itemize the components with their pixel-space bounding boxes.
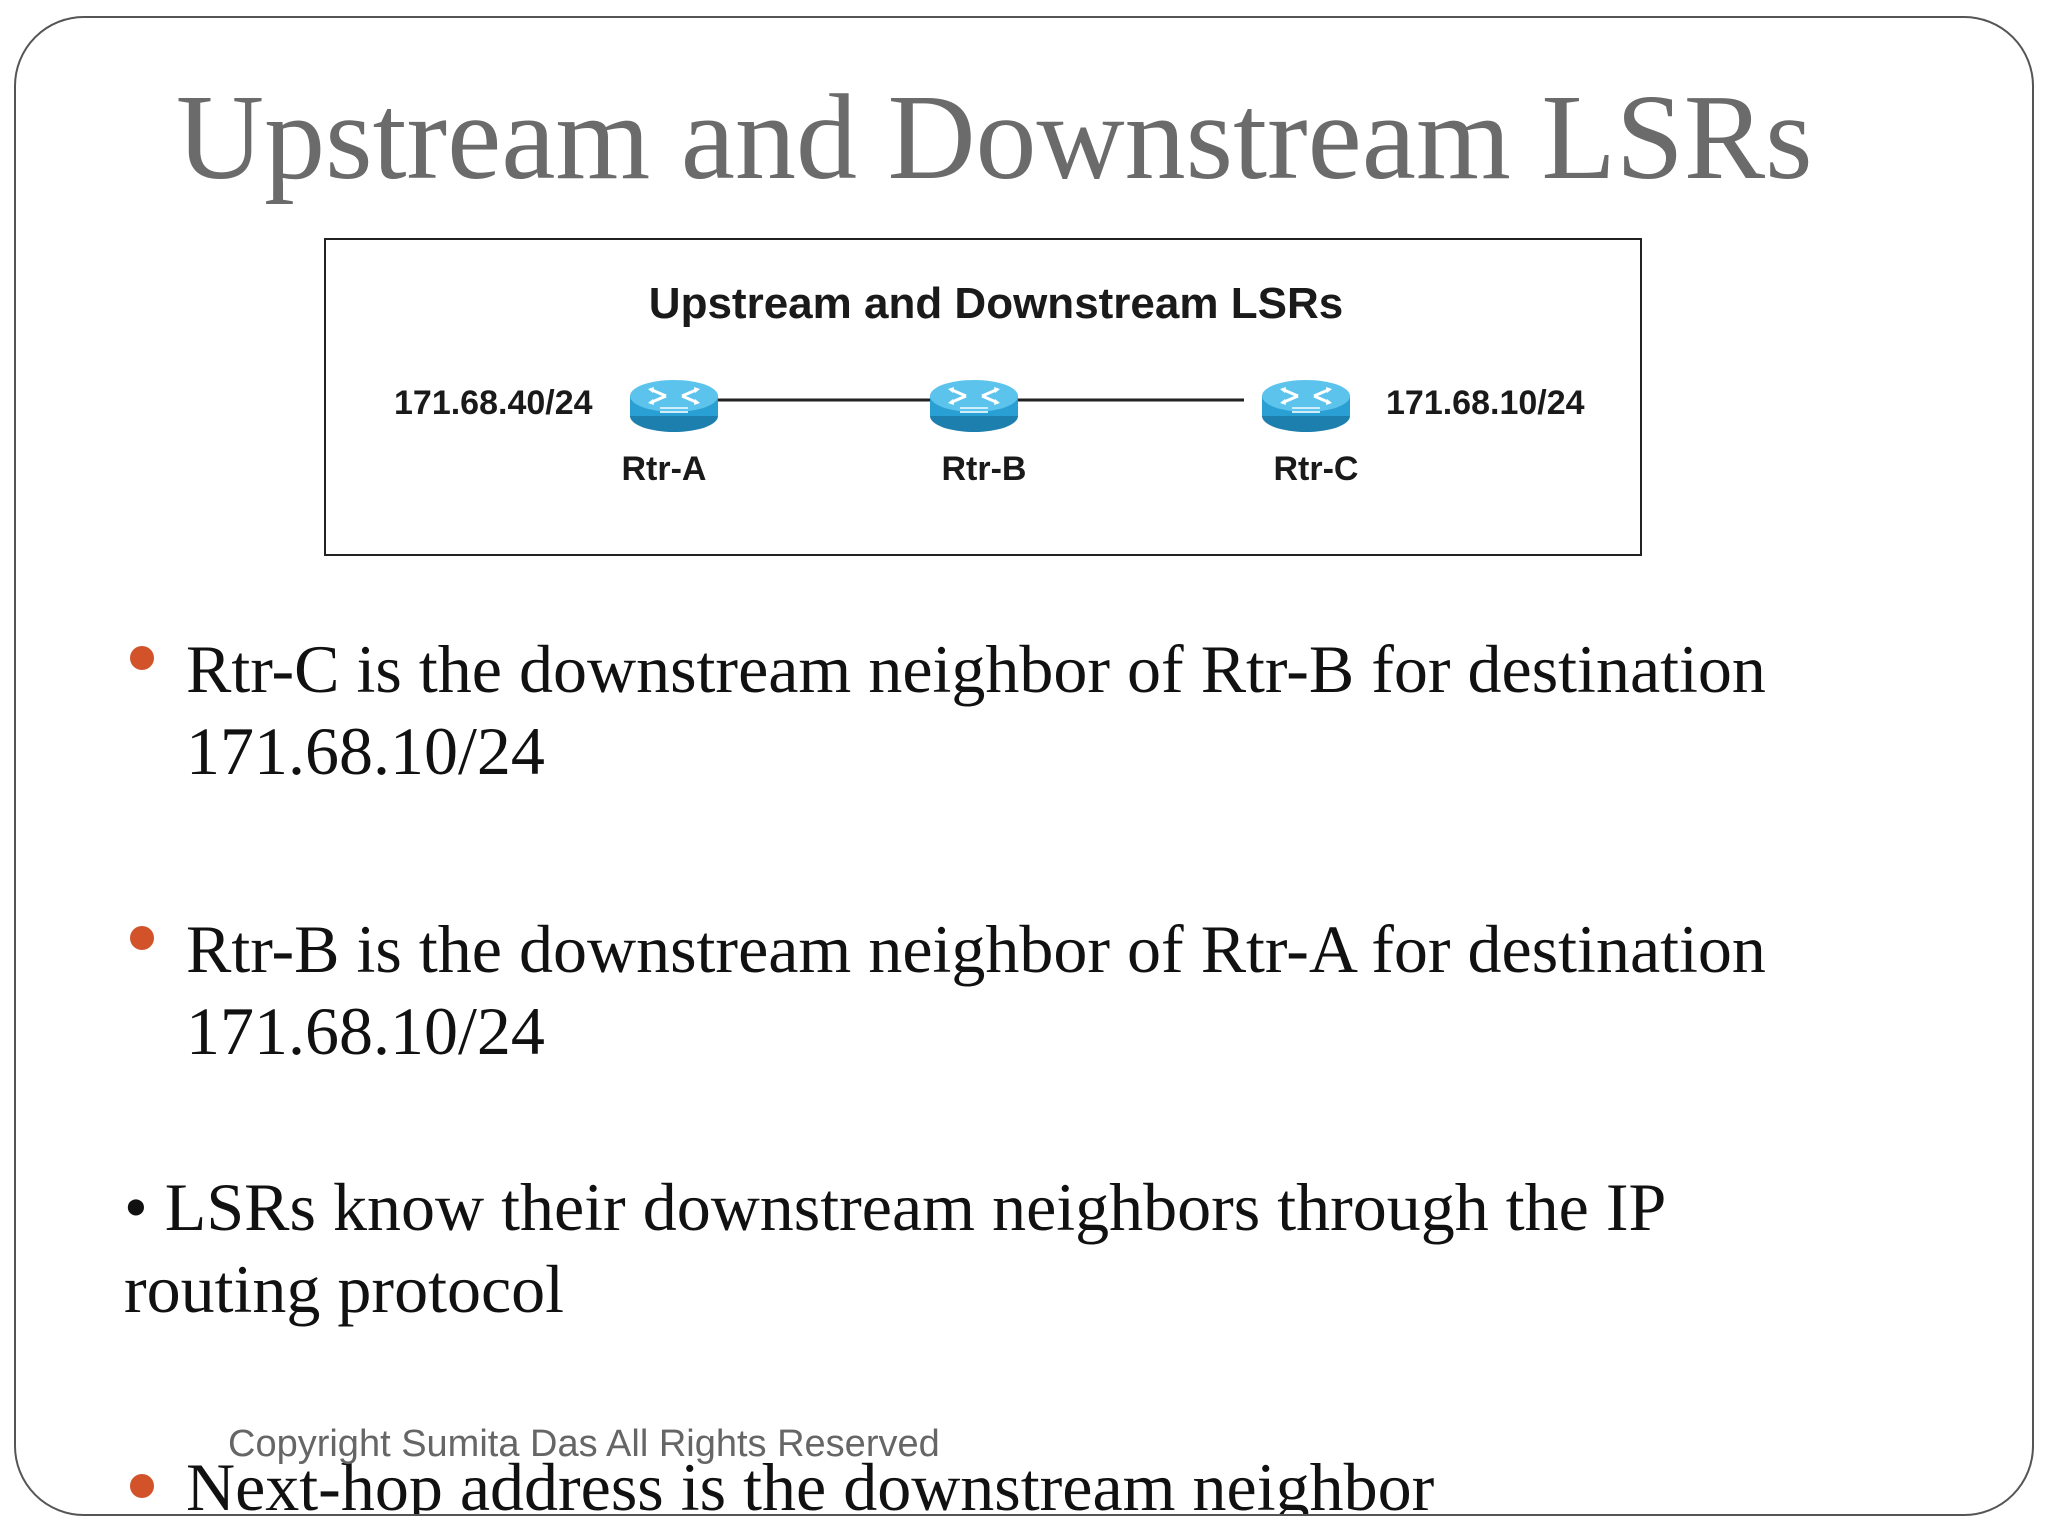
bullet-line: 171.68.10/24 bbox=[186, 713, 545, 789]
router-label-c: Rtr-C bbox=[1274, 450, 1359, 488]
right-network-label: 171.68.10/24 bbox=[1386, 384, 1585, 422]
left-network-label: 171.68.40/24 bbox=[394, 384, 593, 422]
slide: Upstream and Downstream LSRs Upstream an… bbox=[14, 16, 2034, 1516]
bullet-line: Next-hop address is the downstream neigh… bbox=[186, 1449, 1435, 1516]
bullet-dot bbox=[130, 926, 154, 950]
paragraph-line: • LSRs know their downstream neighbors t… bbox=[124, 1169, 1667, 1245]
bullet-line: 171.68.10/24 bbox=[186, 993, 545, 1069]
bullet-dot bbox=[130, 1474, 154, 1498]
diagram-title: Upstream and Downstream LSRs bbox=[649, 279, 1343, 328]
bullet-line: Rtr-B is the downstream neighbor of Rtr-… bbox=[186, 911, 1766, 987]
router-icon bbox=[928, 378, 1020, 434]
router-label-b: Rtr-B bbox=[942, 450, 1027, 488]
network-diagram-svg: Upstream and Downstream LSRs 171.68.40/2… bbox=[394, 279, 1585, 488]
bullet-line: Rtr-C is the downstream neighbor of Rtr-… bbox=[186, 631, 1766, 707]
paragraph-line: routing protocol bbox=[124, 1251, 565, 1327]
slide-title: Upstream and Downstream LSRs bbox=[176, 70, 1813, 205]
router-icon bbox=[628, 378, 720, 434]
router-label-a: Rtr-A bbox=[622, 450, 707, 488]
paragraph: • LSRs know their downstream neighbors t… bbox=[124, 1166, 1666, 1330]
bullet-dot bbox=[130, 646, 154, 670]
router-icon bbox=[1260, 378, 1352, 434]
copyright-footer: Copyright Sumita Das All Rights Reserved bbox=[228, 1423, 940, 1465]
network-diagram: Upstream and Downstream LSRs 171.68.40/2… bbox=[324, 238, 1642, 556]
